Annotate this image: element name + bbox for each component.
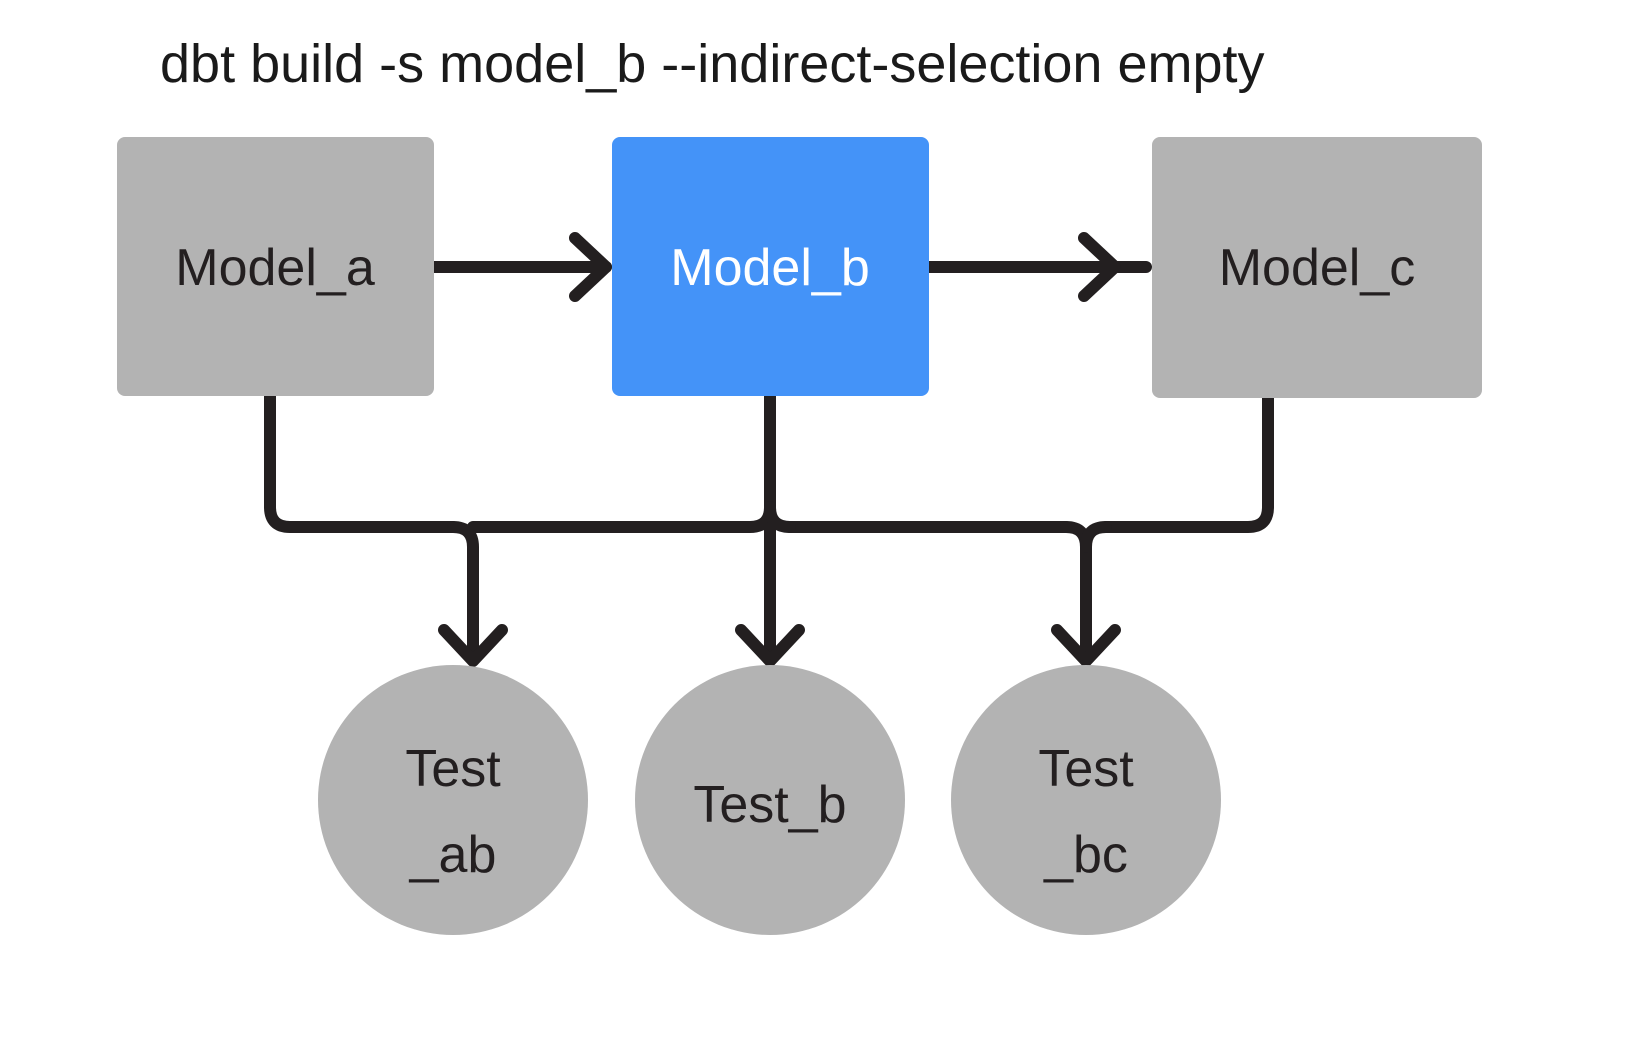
edge-line (467, 390, 776, 533)
edge-model-b-to-test-ab (467, 390, 776, 533)
model-node-model-c[interactable]: Model_c (1152, 137, 1482, 398)
edge-drop-test-ab (438, 521, 508, 667)
edge-model-a-to-test-ab (264, 390, 459, 533)
arrowhead-icon (1051, 624, 1121, 667)
test-bc-label-line2: _bc (1043, 826, 1128, 884)
edge-model-b-to-model-c (921, 232, 1152, 302)
edge-model-c-to-test-bc (1100, 392, 1274, 533)
model-node-model-b[interactable]: Model_b (612, 137, 929, 396)
edge-corner (1080, 521, 1112, 553)
test-node-test-b[interactable]: Test_b (635, 665, 905, 935)
test-bc-shape[interactable] (951, 665, 1221, 935)
test-node-test-ab[interactable]: Test _ab (318, 665, 588, 935)
test-ab-shape[interactable] (318, 665, 588, 935)
edge-model-b-to-test-b (735, 390, 805, 667)
test-b-label-line1: Test_b (693, 776, 846, 834)
arrowhead-icon (438, 624, 508, 667)
edge-layer (264, 232, 1274, 667)
model-b-label: Model_b (670, 239, 869, 297)
arrowhead-icon (735, 624, 805, 667)
edge-line (1100, 392, 1274, 533)
arrowhead-icon (1078, 232, 1121, 302)
test-ab-label-line1: Test (405, 740, 501, 798)
edge-drop-test-bc (1051, 521, 1121, 667)
model-b-shape[interactable] (612, 137, 929, 396)
model-c-shape[interactable] (1152, 137, 1482, 398)
arrowhead-icon (569, 232, 612, 302)
model-c-label: Model_c (1219, 239, 1416, 297)
test-ab-label-line2: _ab (409, 826, 497, 884)
diagram-title: dbt build -s model_b --indirect-selectio… (160, 34, 1265, 94)
edge-corner (764, 501, 796, 533)
test-bc-label-line1: Test (1038, 740, 1134, 798)
model-node-model-a[interactable]: Model_a (117, 137, 434, 396)
edge-line (264, 390, 459, 533)
model-a-shape[interactable] (117, 137, 434, 396)
test-node-test-bc[interactable]: Test _bc (951, 665, 1221, 935)
test-b-shape[interactable] (635, 665, 905, 935)
edge-model-b-to-test-bc (764, 501, 1072, 533)
edge-line (447, 521, 479, 666)
model-a-label: Model_a (175, 239, 375, 297)
edge-model-a-to-model-b (426, 232, 612, 302)
